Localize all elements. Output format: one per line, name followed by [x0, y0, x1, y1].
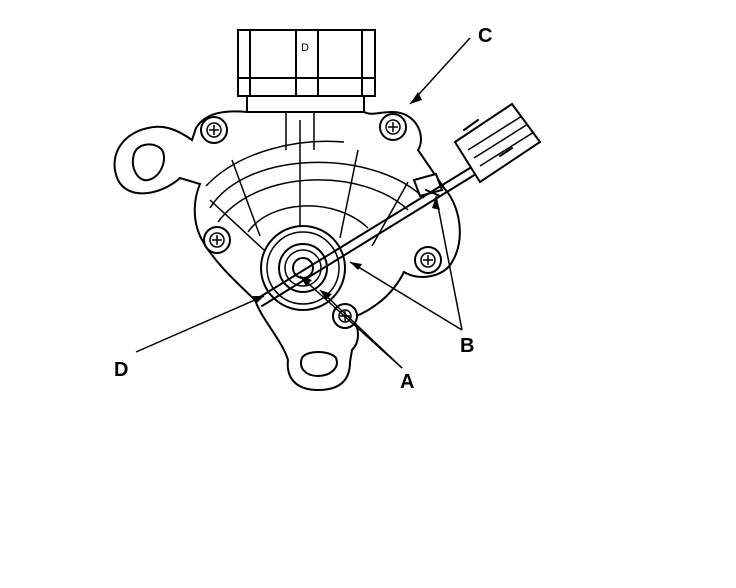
leader-lines: [135, 37, 471, 369]
label-a: A: [400, 371, 414, 393]
connector: D: [237, 29, 376, 117]
screw-top-left: [200, 116, 228, 144]
connector-mark: D: [301, 42, 309, 54]
label-b: B: [460, 335, 474, 357]
shaft-rotor: [260, 225, 346, 311]
screw-top-right: [379, 113, 407, 141]
alignment-tool: [254, 102, 542, 307]
label-d: D: [114, 359, 128, 381]
label-c: C: [478, 25, 492, 47]
screw-mid-left: [203, 226, 231, 254]
screw-mid-right: [414, 246, 442, 274]
